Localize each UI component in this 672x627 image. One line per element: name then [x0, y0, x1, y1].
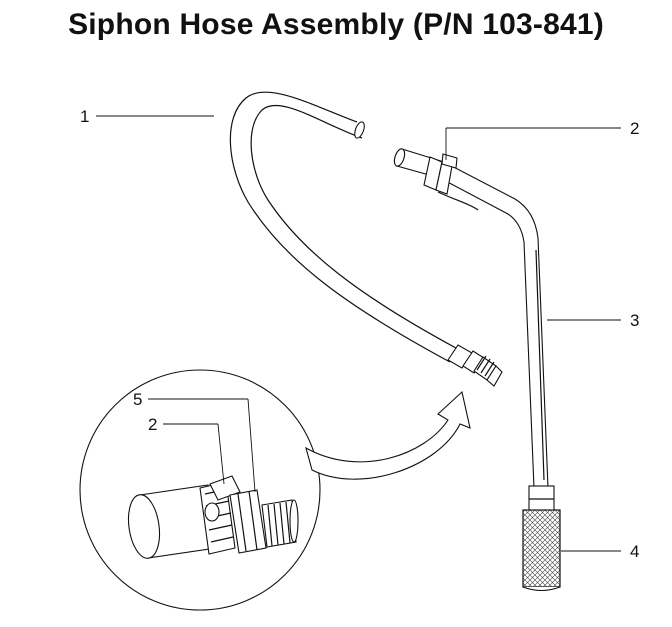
detail-arrow	[305, 390, 471, 480]
callout-5-detail: 5	[133, 390, 142, 409]
callout-1: 1	[80, 107, 89, 126]
siphon-tube	[393, 148, 549, 489]
callout-2-detail: 2	[148, 415, 157, 434]
callout-2-clamp: 2	[630, 119, 639, 138]
callout-labels: 1 2 3 4 5 2	[80, 107, 639, 561]
hose-end-fitting	[447, 344, 503, 387]
page-title: Siphon Hose Assembly (P/N 103-841)	[68, 8, 604, 41]
detail-view	[79, 369, 321, 611]
siphon-hose	[229, 91, 503, 387]
strainer	[522, 485, 561, 592]
callout-3: 3	[630, 311, 639, 330]
hose-clamp	[423, 153, 479, 211]
callout-4: 4	[630, 542, 639, 561]
leader-lines	[96, 115, 621, 552]
